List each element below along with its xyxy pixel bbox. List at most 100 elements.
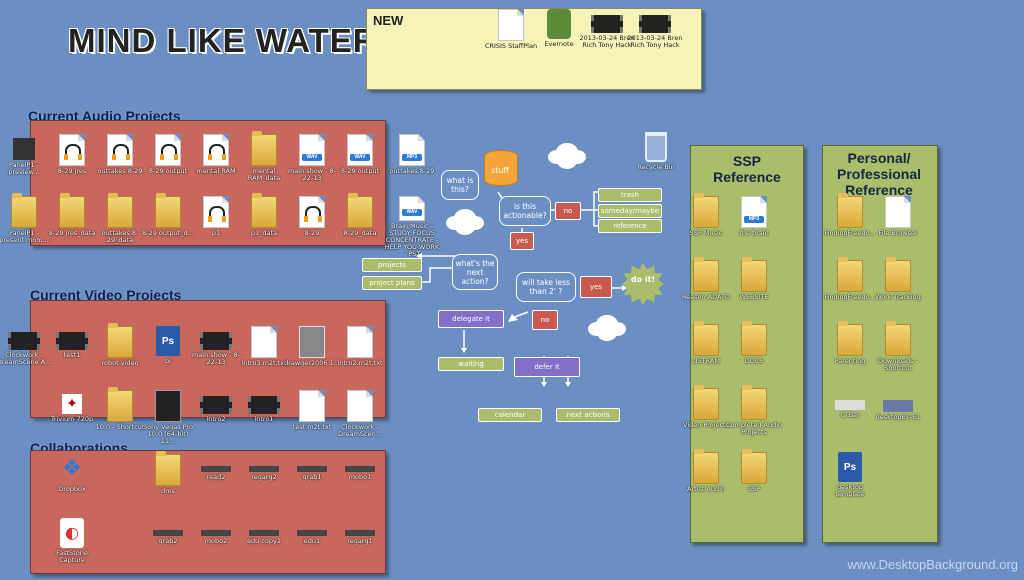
screenshot-thumbnail-icon (345, 530, 375, 536)
video-icon (56, 332, 88, 350)
desktop-icon-personal-1[interactable]: File Browser (870, 196, 926, 258)
desktop-icon-ssp-2[interactable]: Reason ADATO (678, 257, 734, 322)
desktop-icon-video-r2-3[interactable]: intro2 (188, 390, 244, 452)
desktop-icon-collab-r1-5[interactable]: mobo1 (332, 454, 388, 516)
desktop-icon-ssp-6[interactable]: Video Projects (678, 385, 734, 450)
desktop-icon-audio-r2-3[interactable]: 8-29 output_d... (140, 193, 196, 258)
ssp-reference-title: SSP Reference (713, 153, 781, 185)
flow-next-action: what's the next action? (452, 254, 498, 290)
desktop-icon-audio-r2-4[interactable]: p1 (188, 196, 244, 258)
desktop-icon-hack-1[interactable]: 2013-03-24 Bren Rich Tony Hack (579, 9, 635, 71)
headphones-file-icon (299, 196, 325, 228)
document-icon (498, 9, 524, 41)
flow-calendar: calendar (478, 408, 542, 422)
folder-icon (251, 193, 277, 228)
desktop-icon-video-r1-7[interactable]: intro2.m2t.txt (332, 326, 388, 388)
recycle-bin-icon (645, 132, 667, 162)
desktop-icon-collab-r2-1[interactable]: grab2 (140, 518, 196, 580)
desktop-icon-audio-r1-0[interactable]: PanelP1 - preview... (0, 134, 52, 196)
personal-reference-title: Personal/ Professional Reference (836, 150, 922, 198)
desktop-icon-audio-r2-0[interactable]: PanelP1 - present mom... (0, 193, 52, 258)
desktop-icon-video-r1-0[interactable]: Clockwork - DreamScene A... (0, 326, 52, 388)
section-heading-video: Current Video Projects (30, 287, 182, 303)
folder-icon (837, 321, 863, 356)
document-icon (347, 390, 373, 422)
desktop-icon-collab-r2-4[interactable]: edu1 (284, 518, 340, 580)
document-icon (251, 326, 277, 358)
desktop-icon-collab-r1-2[interactable]: read2 (188, 454, 244, 516)
flow-projects: projects (362, 258, 422, 272)
desktop-icon-video-r1-2[interactable]: robot video (92, 323, 148, 388)
desktop-icon-collab-r2-3[interactable]: edu copy1 (236, 518, 292, 580)
desktop-icon-video-r1-5[interactable]: intro3.m2t.txt (236, 326, 292, 388)
desktop-icon-video-r1-6[interactable]: drawger2006 1... (284, 326, 340, 388)
desktop-icon-audio-r2-5[interactable]: p1_data (236, 193, 292, 258)
desktop-icon-collab-r1-1[interactable]: dms (140, 451, 196, 516)
desktop-icon-collab-r2-5[interactable]: regarg1 (332, 518, 388, 580)
desktop-icon-personal-3[interactable]: Work Tracking (870, 257, 926, 322)
folder-icon (11, 193, 37, 228)
desktop-icon-audio-r2-6[interactable]: 8-29 (284, 196, 340, 258)
desktop-icon-ssp-7[interactable]: Completed Audio Projects (726, 385, 782, 450)
desktop-icon-video-r2-0[interactable]: ✦Trivium 720p (50, 394, 94, 423)
desktop-icon-ssp-5[interactable]: DOCS (726, 321, 782, 386)
desktop-icon-video-r2-6[interactable]: Clockwork - DreamScen... (332, 390, 388, 452)
desktop-icon-audio-r1-1[interactable]: 8-29 jres (44, 134, 100, 196)
flow-defer-it: defer it (514, 357, 580, 377)
folder-icon (155, 451, 181, 486)
desktop-icon-personal-2[interactable]: FindingFreedo... (822, 257, 878, 322)
desktop-icon-personal-6[interactable]: CTBar (822, 388, 878, 450)
folder-icon (741, 449, 767, 484)
desktop-icon-faststone[interactable]: ◐FastStone Capture (44, 518, 100, 580)
desktop-icon-video-r2-1[interactable]: 10.0 - Shortcut (92, 387, 148, 452)
desktop-icon-video-r2-2[interactable]: Sony Vegas Pro 10.0 (64-bit) 11... (140, 390, 196, 452)
folder-icon (251, 131, 277, 166)
desktop-icon-video-r2-4[interactable]: intro1 (236, 390, 292, 452)
screenshot-thumbnail-icon (297, 466, 327, 472)
folder-icon (59, 193, 85, 228)
desktop-icon-personal-4[interactable]: Parenting (822, 321, 878, 386)
video-icon (8, 332, 40, 350)
desktop-icon-ssp-8[interactable]: Artist Audio (678, 449, 734, 514)
desktop-icon-video-r1-1[interactable]: test1 (44, 326, 100, 388)
desktop-icon-dropbox[interactable]: ❖Dropbox (58, 456, 86, 493)
desktop-icon-audio-r2-2[interactable]: outtakes 8-29_data (92, 193, 148, 258)
desktop-icon-audio-r1-2[interactable]: outtakes 8-29 (92, 134, 148, 196)
desktop-icon-video-r1-4[interactable]: main show - 8-22-13 (188, 326, 244, 388)
cloud-decoration (548, 150, 566, 164)
desktop-icon-crisis-staffplan[interactable]: CRISIS StaffPlan (483, 9, 539, 71)
headphones-file-icon (203, 134, 229, 166)
document-icon (299, 390, 325, 422)
desktop-icon-video-r2-5[interactable]: test.m2t.txt (284, 390, 340, 452)
desktop-icon-evernote[interactable]: Evernote (531, 9, 587, 71)
desktop-icon-audio-r1-4[interactable]: mental RAM (188, 134, 244, 196)
desktop-icon-personal-5[interactable]: Downloads - Shortcut (870, 321, 926, 386)
desktop-icon-audio-r2-7[interactable]: 8-29_data (332, 193, 388, 258)
desktop-icon-collab-r1-3[interactable]: regarg2 (236, 454, 292, 516)
desktop-icon-audio-r1-5[interactable]: mental RAM_data (236, 131, 292, 196)
desktop-icon-audio-r2-1[interactable]: 8-29 jres_data (44, 193, 100, 258)
desktop-icon-recycle-bin[interactable]: Recycle Bin (628, 132, 684, 194)
desktop-icon-collab-r2-2[interactable]: mobo2 (188, 518, 244, 580)
wav-file-icon: WAV (347, 134, 373, 166)
desktop-icon-hack-2[interactable]: 2013-03-24 Bren Rich Tony Hack (627, 9, 683, 71)
desktop-icon-personal-0[interactable]: FindingFreedo... (822, 193, 878, 258)
desktop-icon-ssp-3[interactable]: WEBSITE (726, 257, 782, 322)
desktop-icon-ssp-0[interactable]: SSP Music (678, 193, 734, 258)
folder-icon (885, 257, 911, 292)
desktop-icon-ssp-4[interactable]: LISTRAM (678, 321, 734, 386)
desktop-icon-collab-r1-4[interactable]: grab1 (284, 454, 340, 516)
folder-icon (741, 257, 767, 292)
multitrack-icon (13, 138, 35, 160)
desktop-icon-ssp-9[interactable]: SSP (726, 449, 782, 514)
desktop-icon-audio-r1-3[interactable]: 8-29 output (140, 134, 196, 196)
file-browser-icon (885, 196, 911, 228)
desktop-icon-personal-7[interactable]: desktopE1-E1 (870, 388, 926, 450)
